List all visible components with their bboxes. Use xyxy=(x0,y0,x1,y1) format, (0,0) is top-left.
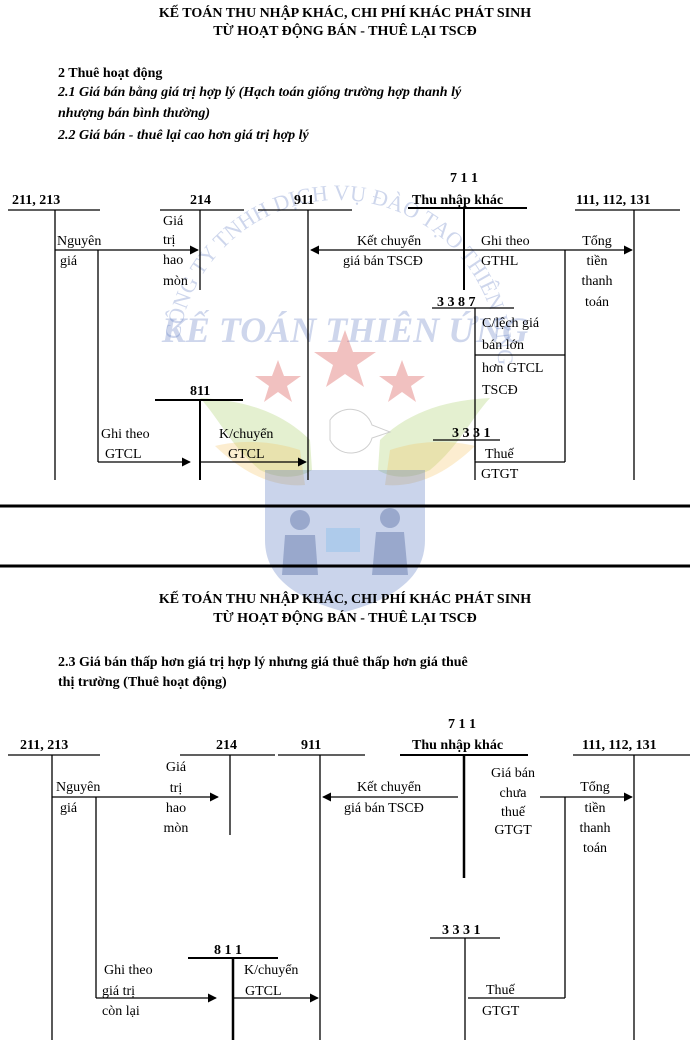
label-clech-3: hơn GTCL xyxy=(482,361,544,376)
label2-tong-tien-1: Tổng xyxy=(580,780,610,795)
account-214: 214 xyxy=(190,193,211,208)
slide2-title-line2: TỪ HOẠT ĐỘNG BÁN - THUÊ LẠI TSCĐ xyxy=(213,611,477,626)
account2-3331: 3 3 3 1 xyxy=(442,923,481,938)
slide1-sub1-line2: nhượng bán bình thường) xyxy=(58,106,211,121)
label-clech-1: C/lệch giá xyxy=(482,316,540,331)
label-tong-tien-1: Tổng xyxy=(582,234,612,249)
label2-tong-tien-3: thanh xyxy=(579,821,611,836)
label-nguyen: Nguyên xyxy=(57,234,102,249)
label-clech-4: TSCĐ xyxy=(482,383,518,398)
label2-gia-ban-3: thuế xyxy=(500,805,526,820)
account2-911: 911 xyxy=(301,738,322,753)
account-911: 911 xyxy=(294,193,315,208)
label-hao-mon-3: hao xyxy=(163,253,184,268)
label2-gia-ban-2: chưa xyxy=(499,786,527,801)
label2-thue-2: GTGT xyxy=(482,1004,520,1019)
label-ghi-theo: Ghi theo xyxy=(481,234,530,249)
person-icon xyxy=(380,508,400,528)
label-tong-tien-2: tiền xyxy=(586,254,608,269)
label2-gia: giá xyxy=(60,801,78,816)
slide1-sub2: 2.2 Giá bán - thuê lại cao hơn giá trị h… xyxy=(58,128,309,143)
slide2-heading-line2: thị trường (Thuê hoạt động) xyxy=(58,675,227,690)
label2-ket-chuyen-2: giá bán TSCĐ xyxy=(344,801,424,816)
person-icon xyxy=(290,510,310,530)
eagle-head-icon xyxy=(329,408,392,454)
label2-thue-1: Thuế xyxy=(486,983,515,998)
account-811: 811 xyxy=(190,384,211,399)
label2-hao-mon-1: Giá xyxy=(165,760,187,775)
person-body-icon xyxy=(372,532,408,575)
label-tong-tien-3: thanh xyxy=(581,274,613,289)
label-hao-mon-4: mòn xyxy=(163,274,188,289)
label-ket-chuyen-2: giá bán TSCĐ xyxy=(343,254,423,269)
label2-ghi-theo-3: còn lại xyxy=(102,1004,140,1019)
label-thue-1: Thuế xyxy=(485,447,514,462)
label2-ghi-theo-1: Ghi theo xyxy=(104,963,153,978)
label2-hao-mon-3: hao xyxy=(165,801,187,816)
label2-hao-mon-2: trị xyxy=(169,781,183,796)
label2-gia-ban-1: Giá bán xyxy=(491,766,535,781)
account-711-name: Thu nhập khác xyxy=(412,193,504,208)
label-thue-2: GTGT xyxy=(481,467,519,482)
account2-214: 214 xyxy=(216,738,237,753)
star-icon xyxy=(255,360,301,402)
label2-kchuyen-2: GTCL xyxy=(245,984,282,999)
account2-211-213: 211, 213 xyxy=(20,738,69,753)
label-kchuyen-2: GTCL xyxy=(228,447,265,462)
account-211-213: 211, 213 xyxy=(12,193,61,208)
account-3387: 3 3 8 7 xyxy=(437,295,476,310)
watermark-brand: KẾ TOÁN THIÊN ỨNG xyxy=(161,310,528,350)
label-clech-2: bán lớn xyxy=(482,338,525,353)
label2-gia-ban-4: GTGT xyxy=(494,823,532,838)
label-ghi-theo-gtcl-2: GTCL xyxy=(105,447,142,462)
account-111-112-131: 111, 112, 131 xyxy=(576,193,651,208)
label-kchuyen-1: K/chuyển xyxy=(219,427,274,442)
star-icon xyxy=(379,360,425,402)
slide1-title-line1: KẾ TOÁN THU NHẬP KHÁC, CHI PHÍ KHÁC PHÁT… xyxy=(158,6,532,21)
account2-811: 8 1 1 xyxy=(214,943,242,958)
label-tong-tien-4: toán xyxy=(584,295,610,310)
account-3331: 3 3 3 1 xyxy=(452,426,491,441)
account-711-number: 7 1 1 xyxy=(450,171,478,186)
label2-tong-tien-4: toán xyxy=(582,841,608,856)
slide2-title-line1: KẾ TOÁN THU NHẬP KHÁC, CHI PHÍ KHÁC PHÁT… xyxy=(158,592,532,607)
slide2-heading-line1: 2.3 Giá bán thấp hơn giá trị hợp lý nhưn… xyxy=(58,655,468,670)
label2-kchuyen-1: K/chuyển xyxy=(244,963,299,978)
left-wing-icon xyxy=(200,398,312,477)
label2-hao-mon-4: mòn xyxy=(163,821,189,836)
label2-ket-chuyen-1: Kết chuyển xyxy=(357,780,422,795)
slide1-title-line2: TỪ HOẠT ĐỘNG BÁN - THUÊ LẠI TSCĐ xyxy=(213,24,477,39)
right-wing-gold-icon xyxy=(385,441,475,486)
star-icon xyxy=(314,330,376,387)
slide1-heading: 2 Thuê hoạt động xyxy=(58,66,163,81)
label-gia: giá xyxy=(60,254,78,269)
label-ket-chuyen-1: Kết chuyển xyxy=(357,234,422,249)
left-wing-gold-icon xyxy=(215,441,305,486)
label2-tong-tien-2: tiền xyxy=(584,801,606,816)
account2-711-name: Thu nhập khác xyxy=(412,738,504,753)
right-wing-icon xyxy=(378,398,490,477)
label2-ghi-theo-2: giá trị xyxy=(102,984,136,999)
label-gthl: GTHL xyxy=(481,254,519,269)
label-hao-mon-1: Giá xyxy=(163,214,184,229)
account2-711-number: 7 1 1 xyxy=(448,717,476,732)
monitor-icon xyxy=(326,528,360,552)
label-hao-mon-2: trị xyxy=(163,233,176,248)
label2-nguyen: Nguyên xyxy=(56,780,101,795)
slide1-sub1-line1: 2.1 Giá bán bằng giá trị hợp lý (Hạch to… xyxy=(58,85,462,100)
label-ghi-theo-gtcl-1: Ghi theo xyxy=(101,427,150,442)
account2-111-112-131: 111, 112, 131 xyxy=(582,738,657,753)
